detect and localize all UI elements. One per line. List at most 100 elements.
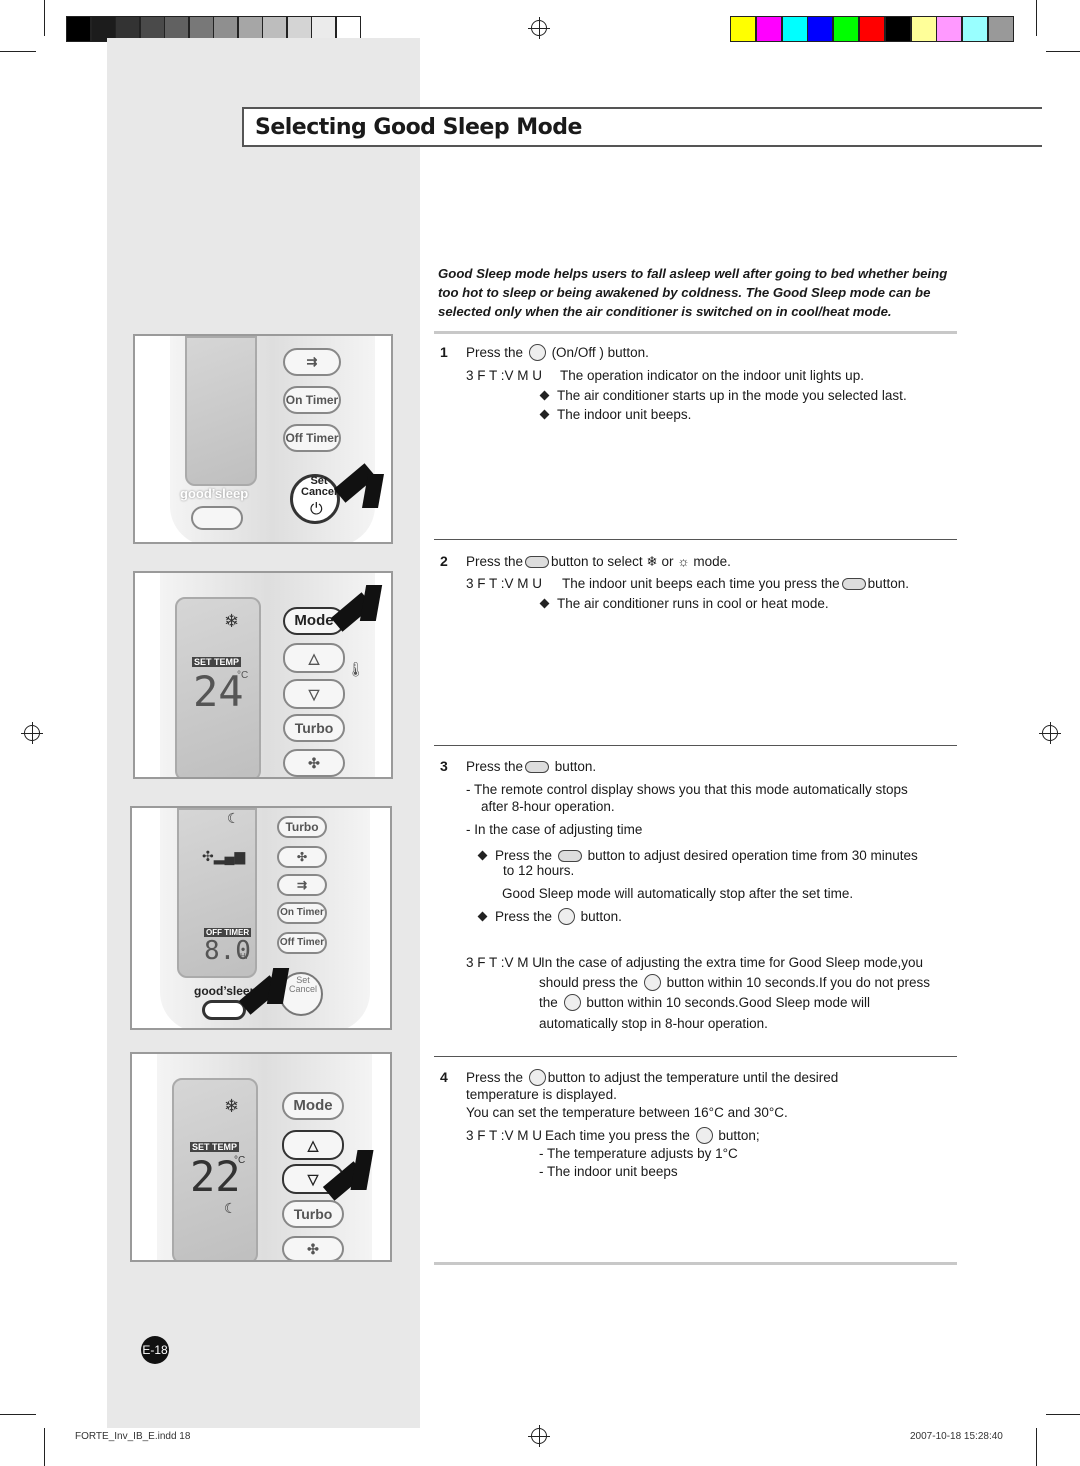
step3-result-3: the button within 10 seconds.Good Sleep … — [539, 994, 870, 1011]
set-cancel-button-icon — [643, 974, 661, 991]
hr-label: Hr — [240, 952, 249, 961]
mode-button-icon — [525, 556, 550, 568]
color-swatch — [807, 16, 834, 42]
gray-swatch — [262, 16, 287, 42]
step4-result-2: - The temperature adjusts by 1°C — [539, 1146, 738, 1161]
swing-button: ⇉ — [283, 348, 341, 376]
goodsleep-label: good’sleep — [194, 984, 257, 998]
mode-button: Mode — [282, 1092, 344, 1120]
step1-instruction: Press the (On/Off ) button. — [466, 344, 649, 361]
temp-up-button: △ — [282, 1130, 344, 1160]
turbo-button: Turbo — [282, 1200, 344, 1228]
step-number: 3 — [440, 758, 448, 774]
power-button — [290, 474, 340, 524]
result-tag: 3 F T :V M U — [466, 576, 543, 591]
off-timer-button: Off Timer — [283, 424, 341, 452]
time-display: 8.0 — [204, 936, 251, 966]
rule — [434, 1262, 957, 1265]
power-icon: ⏻ — [310, 501, 323, 518]
title-box: Selecting Good Sleep Mode — [242, 107, 1042, 147]
result-tag: 3 F T :V M U — [466, 955, 543, 970]
step3-bullet-1b: to 12 hours. — [503, 863, 575, 878]
step3-auto-stop: Good Sleep mode will automatically stop … — [502, 886, 854, 901]
fan-speed-icon: ✣▂▄▆ — [202, 848, 246, 864]
goodsleep-button-icon — [557, 850, 582, 862]
step3-dash-1b: after 8-hour operation. — [481, 799, 615, 814]
step2-result-1: The indoor unit beeps each time you pres… — [562, 576, 909, 591]
swing-button: ⇉ — [277, 874, 327, 896]
remote-illustration-2: ❄ SET TEMP 24 °C Mode △ ▽ 🌡 Turbo ✣ — [133, 571, 393, 779]
step3-dash-1: - The remote control display shows you t… — [466, 782, 908, 797]
color-swatch — [859, 16, 885, 42]
step4-cont: temperature is displayed. — [466, 1087, 617, 1102]
fan-button: ✣ — [277, 846, 327, 868]
mode-button-icon — [841, 578, 866, 590]
step4-result-1: Each time you press the button; — [545, 1127, 760, 1144]
off-timer-lcd-label: OFF TIMER — [204, 928, 252, 937]
thermometer-icon: 🌡 — [347, 661, 365, 677]
snowflake-icon: ❄ — [224, 611, 240, 631]
temperature-display: 24 — [193, 667, 244, 716]
step3-dash-2: - In the case of adjusting time — [466, 822, 643, 837]
fan-button: ✣ — [282, 1236, 344, 1260]
set-temp-label: SET TEMP — [190, 1142, 240, 1152]
step1-result-1: The operation indicator on the indoor un… — [560, 368, 864, 383]
step-number: 1 — [440, 344, 448, 360]
step3-result-4: automatically stop in 8-hour operation. — [539, 1016, 768, 1031]
temperature-button-icon — [528, 1069, 546, 1086]
step1-result-2: The air conditioner starts up in the mod… — [539, 387, 907, 405]
result-tag: 3 F T :V M U — [466, 1128, 543, 1143]
registration-mark-bottom — [528, 1425, 550, 1447]
step3-result-2: should press the button within 10 second… — [539, 974, 931, 991]
page-title: Selecting Good Sleep Mode — [255, 115, 582, 140]
on-timer-button: On Timer — [277, 902, 327, 924]
step-number: 2 — [440, 553, 448, 569]
color-swatch — [755, 16, 782, 42]
color-swatch — [781, 16, 808, 42]
footer-filename: FORTE_Inv_IB_E.indd 18 — [75, 1431, 191, 1442]
rule — [434, 1056, 957, 1057]
rule — [434, 331, 957, 334]
gray-swatch — [335, 16, 361, 42]
temperature-display: 22 — [190, 1152, 241, 1201]
registration-mark-right — [1039, 722, 1061, 744]
unit-label: °C — [237, 670, 249, 681]
gray-swatch — [90, 16, 116, 42]
temp-up-button: △ — [283, 643, 345, 673]
power-button-icon — [528, 344, 546, 361]
goodsleep-label: good’sleep — [180, 486, 249, 501]
step1-result-3: The indoor unit beeps. — [539, 406, 691, 424]
color-swatch — [910, 16, 937, 42]
on-timer-button: On Timer — [283, 386, 341, 414]
step3-result-1: In the case of adjusting the extra time … — [541, 955, 923, 970]
set-cancel-button-icon — [563, 994, 581, 1011]
gray-swatch — [66, 16, 91, 42]
color-swatch — [833, 16, 860, 42]
unit-label: °C — [234, 1155, 246, 1166]
step2-result-2: The air conditioner runs in cool or heat… — [539, 595, 829, 613]
temperature-button-icon — [695, 1127, 713, 1144]
color-swatch — [730, 16, 756, 42]
fan-button: ✣ — [283, 749, 345, 777]
turbo-button: Turbo — [283, 714, 345, 742]
off-timer-button: Off Timer — [277, 932, 327, 954]
gray-swatch — [237, 16, 263, 42]
set-cancel-button-icon — [557, 908, 575, 925]
footer-date: 2007-10-18 15:28:40 — [910, 1431, 1003, 1442]
rule — [434, 539, 957, 540]
step3-bullet-2: Press the button. — [477, 908, 622, 926]
sun-icon: ☼ — [677, 554, 690, 569]
color-swatch — [962, 16, 989, 42]
step3-bullet-1: Press the button to adjust desired opera… — [477, 847, 918, 865]
page-number: E-18 — [141, 1336, 169, 1364]
temp-down-button: ▽ — [283, 679, 345, 709]
intro-text: Good Sleep mode helps users to fall asle… — [438, 266, 948, 319]
step4-result-3: - The indoor unit beeps — [539, 1164, 678, 1179]
moon-icon: ☾ — [224, 1200, 237, 1216]
set-temp-label: SET TEMP — [192, 657, 242, 667]
goodsleep-button — [191, 506, 243, 530]
